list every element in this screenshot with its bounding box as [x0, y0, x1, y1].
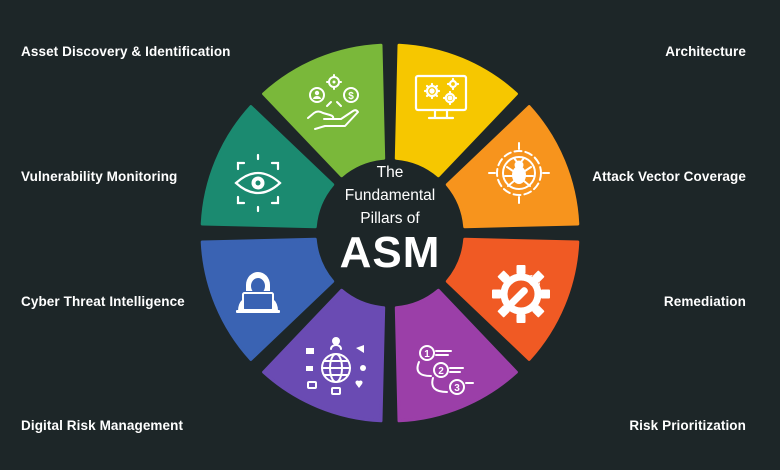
- hacker-laptop-icon: [236, 272, 280, 313]
- svg-text:2: 2: [438, 366, 444, 377]
- segment-digital-risk-management: [262, 288, 386, 423]
- label-vulnerability-monitoring: Vulnerability Monitoring: [21, 169, 178, 184]
- label-architecture: Architecture: [665, 44, 746, 59]
- label-attack-vector-coverage: Attack Vector Coverage: [592, 169, 746, 184]
- hand-assets-icon: $: [307, 74, 359, 130]
- center-title-line3: Pillars of: [360, 210, 420, 227]
- label-asset-discovery: Asset Discovery & Identification: [21, 44, 231, 59]
- globe-network-icon: [306, 337, 366, 395]
- center-title-line1: The: [376, 164, 404, 181]
- segment-attack-vector-coverage: [445, 105, 580, 229]
- label-digital-risk-management: Digital Risk Management: [21, 418, 184, 433]
- priority-list-icon: 1 2 3: [416, 345, 474, 395]
- label-cyber-threat-intelligence: Cyber Threat Intelligence: [21, 294, 185, 309]
- gear-wrench-icon: [492, 265, 550, 323]
- bug-target-icon: [488, 142, 550, 204]
- segment-vulnerability-monitoring: [200, 105, 335, 229]
- segment-asset-discovery: [262, 43, 386, 178]
- center-acronym: ASM: [339, 228, 441, 277]
- svg-text:1: 1: [424, 349, 430, 360]
- eye-scan-icon: [234, 153, 282, 213]
- center-title-line2: Fundamental: [344, 187, 436, 204]
- svg-text:3: 3: [454, 383, 460, 394]
- monitor-gears-icon: [414, 74, 468, 120]
- svg-text:$: $: [348, 91, 354, 102]
- label-remediation: Remediation: [663, 294, 746, 309]
- segment-risk-prioritization: [394, 288, 518, 423]
- label-risk-prioritization: Risk Prioritization: [629, 418, 746, 433]
